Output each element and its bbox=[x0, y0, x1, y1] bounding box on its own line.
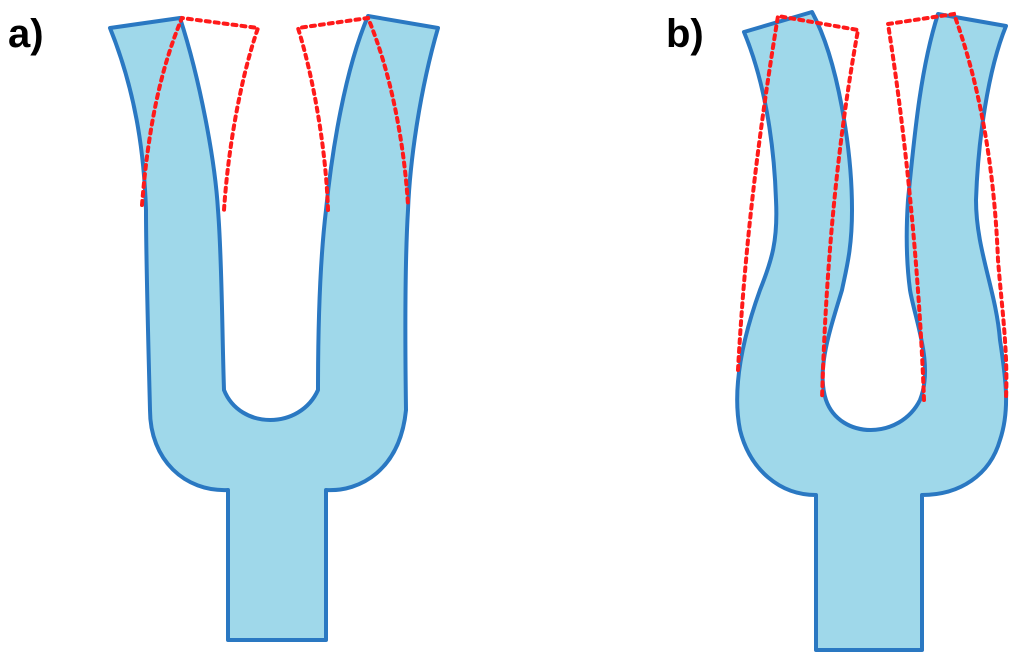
panel-b-label: b) bbox=[666, 12, 704, 56]
fork-body-a bbox=[108, 14, 440, 642]
fork-body-b bbox=[735, 10, 1009, 652]
panel-a-label: a) bbox=[8, 12, 44, 56]
deformed-tine-left-b bbox=[736, 13, 861, 402]
panel-b-drawing bbox=[735, 10, 1009, 652]
deformed-tine-right-b bbox=[885, 11, 1009, 402]
deformed-tine-left-a bbox=[140, 15, 261, 212]
panel-a-drawing bbox=[108, 14, 440, 642]
deformed-tine-right-a bbox=[295, 15, 410, 212]
